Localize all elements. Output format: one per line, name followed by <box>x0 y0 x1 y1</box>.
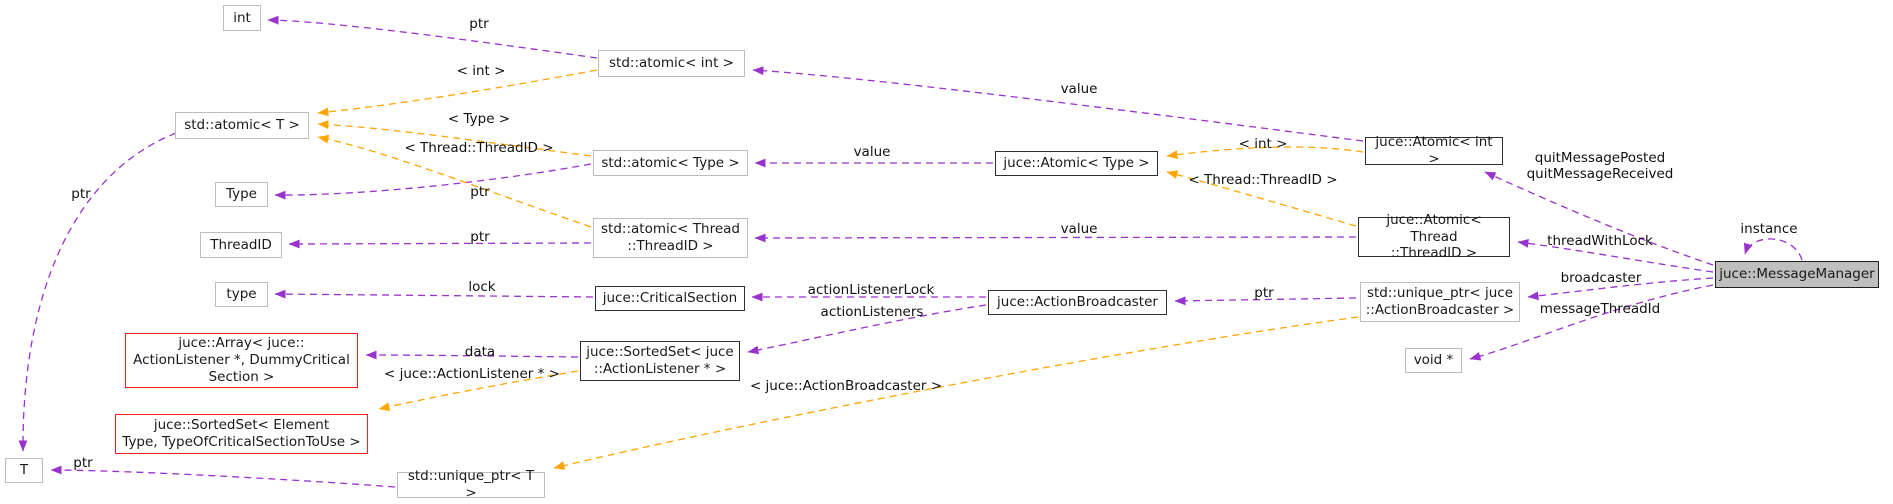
edge-label-threadwithlock: threadWithLock <box>1547 232 1653 249</box>
node-juce-sortedset-actionlistener[interactable]: juce::SortedSet< juce ::ActionListener *… <box>580 341 740 381</box>
edge-label-tpl-threadid-juce: < Thread::ThreadID > <box>1188 171 1338 188</box>
edge-label-tpl-threadid-std: < Thread::ThreadID > <box>404 139 554 156</box>
node-t: T <box>5 458 43 483</box>
edge-value-atomicint <box>752 66 1364 142</box>
edge-label-value-type: value <box>853 143 891 160</box>
edge-tpl-sortedset <box>378 370 579 411</box>
node-std-atomic-t: std::atomic< T > <box>175 112 309 139</box>
edge-tpl-stdatomicint <box>317 69 598 117</box>
edge-label-data: data <box>464 343 496 360</box>
edge-label-tpl-actionbroadcaster: < juce::ActionBroadcaster > <box>749 377 943 394</box>
edge-actionlisteners <box>747 304 987 355</box>
edge-label-ptr-broadcaster: ptr <box>1254 284 1274 301</box>
edge-ptr-atomict-to-t <box>18 132 177 452</box>
edge-ptr-to-threadid <box>288 239 592 249</box>
node-type-lower: type <box>215 282 268 307</box>
node-juce-messagemanager: juce::MessageManager <box>1715 261 1879 288</box>
node-std-unique-ptr-t: std::unique_ptr< T > <box>397 468 545 501</box>
edge-tpl-stdatomictype <box>317 120 592 157</box>
edge-ptr-to-type <box>274 163 592 200</box>
edge-ptr-to-int <box>267 15 598 59</box>
edge-label-value-threadid: value <box>1060 220 1098 237</box>
edge-label-lock: lock <box>468 278 496 295</box>
edge-label-quitmessages: quitMessagePosted quitMessageReceived <box>1526 149 1674 182</box>
edge-label-broadcaster: broadcaster <box>1560 269 1642 286</box>
node-std-atomic-threadid: std::atomic< Thread ::ThreadID > <box>593 218 748 258</box>
node-int: int <box>223 5 261 31</box>
edge-instance-selfloop <box>1744 238 1803 261</box>
node-std-atomic-int: std::atomic< int > <box>598 50 745 77</box>
edge-label-actionlistenerlock: actionListenerLock <box>807 281 935 298</box>
edge-lock-to-type <box>274 289 594 299</box>
edge-label-messagethreadid: messageThreadId <box>1539 300 1661 317</box>
edge-ptr-broadcaster <box>1174 296 1357 306</box>
node-void-ptr: void * <box>1405 348 1462 373</box>
node-std-unique-ptr-actionbroadcaster: std::unique_ptr< juce ::ActionBroadcaste… <box>1360 282 1520 322</box>
edge-messagethreadid <box>1469 284 1714 361</box>
edge-label-tpl-type-std: < Type > <box>447 110 511 127</box>
edge-threadwithlock <box>1517 238 1714 273</box>
node-juce-atomic-int[interactable]: juce::Atomic< int > <box>1365 134 1503 167</box>
node-std-atomic-type: std::atomic< Type > <box>593 150 748 176</box>
edge-label-ptr-int: ptr <box>469 15 489 32</box>
edge-ptr-uniqueptr-to-t <box>50 465 396 488</box>
edge-label-value-int: value <box>1060 80 1098 97</box>
edge-label-ptr-type: ptr <box>470 183 490 200</box>
node-juce-criticalsection[interactable]: juce::CriticalSection <box>595 286 745 311</box>
node-juce-array: juce::Array< juce:: ActionListener *, Du… <box>125 333 358 388</box>
node-juce-actionbroadcaster[interactable]: juce::ActionBroadcaster <box>988 290 1167 315</box>
edge-label-tpl-actionlistener: < juce::ActionListener * > <box>384 365 560 382</box>
edge-label-ptr-t-curve: ptr <box>71 185 91 202</box>
edge-label-tpl-int-std: < int > <box>456 62 506 79</box>
node-juce-atomic-threadid[interactable]: juce::Atomic< Thread ::ThreadID > <box>1358 212 1510 261</box>
edge-tpl-uniqueptr <box>553 316 1359 470</box>
node-threadid: ThreadID <box>200 232 282 258</box>
node-type-upper: Type <box>215 182 268 207</box>
edge-label-tpl-int-juce: < int > <box>1238 135 1288 152</box>
edge-label-instance: instance <box>1740 220 1798 237</box>
node-juce-atomic-type[interactable]: juce::Atomic< Type > <box>995 151 1158 176</box>
edge-quitmessages <box>1484 171 1714 266</box>
node-juce-sortedset-element: juce::SortedSet< Element Type, TypeOfCri… <box>115 414 368 454</box>
edge-value-atomicthreadid <box>754 233 1357 243</box>
edge-tpl-juceatomicint <box>1166 146 1364 159</box>
edge-label-ptr-t-bottom: ptr <box>73 454 93 471</box>
edge-label-actionlisteners: actionListeners <box>820 303 924 320</box>
edge-tpl-juceatomicthreadid <box>1166 170 1357 227</box>
edge-label-ptr-threadid: ptr <box>470 228 490 245</box>
